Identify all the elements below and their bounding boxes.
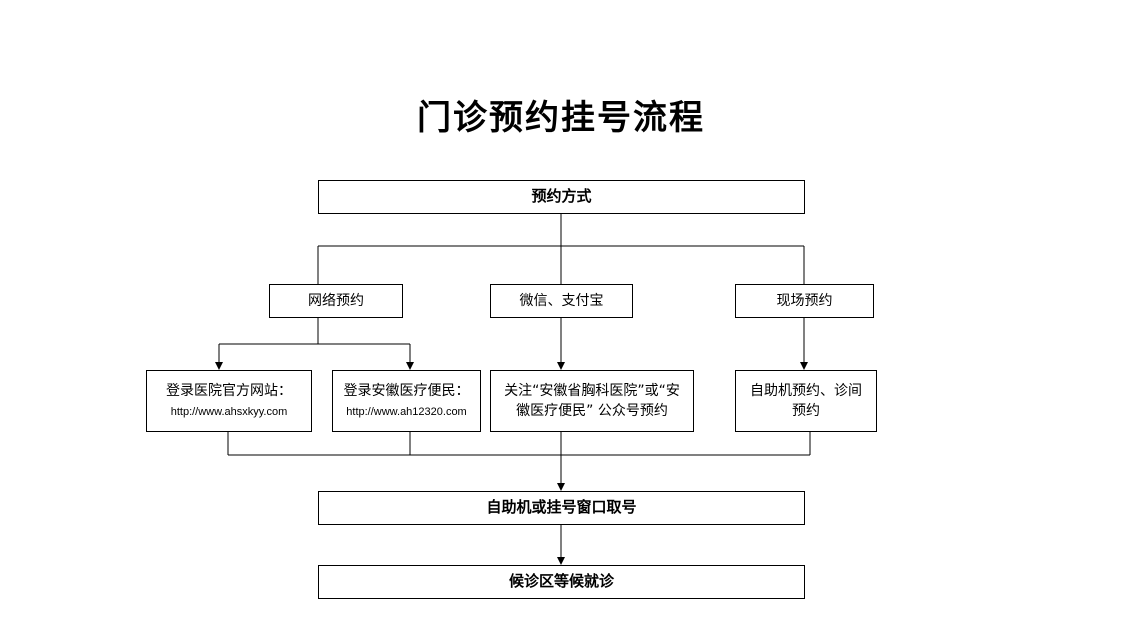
box-waiting-area-label: 候诊区等候就诊 <box>508 572 614 591</box>
box-onsite-booking: 现场预约 <box>735 284 874 318</box>
box-online-booking: 网络预约 <box>269 284 403 318</box>
box-onsite-booking-label: 现场预约 <box>776 292 833 309</box>
box-booking-methods: 预约方式 <box>318 180 805 214</box>
arrow-pickup <box>557 483 565 491</box>
box-kiosk-clinic: 自助机预约、诊间预约 <box>735 370 877 432</box>
official-site-url: http://www.ahsxkyy.com <box>170 406 288 419</box>
box-wechat-alipay: 微信、支付宝 <box>490 284 633 318</box>
box-ah-convenience-label: 登录安徽医疗便民： <box>343 382 470 399</box>
page-title: 门诊预约挂号流程 <box>417 98 705 138</box>
box-follow-account-label: 关注“安徽省胸科医院”或“安徽医疗便民” 公众号预约 <box>504 382 680 419</box>
arrow-official-site <box>215 362 223 370</box>
box-kiosk-clinic-label: 自助机预约、诊间预约 <box>750 382 862 419</box>
box-wechat-alipay-label: 微信、支付宝 <box>519 292 604 309</box>
arrow-follow-account <box>557 362 565 370</box>
box-online-booking-label: 网络预约 <box>308 292 364 309</box>
arrow-wait <box>557 557 565 565</box>
box-follow-account: 关注“安徽省胸科医院”或“安徽医疗便民” 公众号预约 <box>490 370 694 432</box>
box-waiting-area: 候诊区等候就诊 <box>318 565 805 599</box>
box-booking-methods-label: 预约方式 <box>531 187 592 206</box>
box-ticket-pickup-label: 自助机或挂号窗口取号 <box>486 498 637 517</box>
box-official-site-label: 登录医院官方网站： <box>166 382 292 399</box>
box-ah-convenience: 登录安徽医疗便民： http://www.ah12320.com <box>332 370 481 432</box>
arrow-ah-convenience <box>406 362 414 370</box>
ah-convenience-url: http://www.ah12320.com <box>346 406 467 419</box>
box-ticket-pickup: 自助机或挂号窗口取号 <box>318 491 805 525</box>
box-official-site: 登录医院官方网站： http://www.ahsxkyy.com <box>146 370 312 432</box>
arrow-kiosk-clinic <box>800 362 808 370</box>
